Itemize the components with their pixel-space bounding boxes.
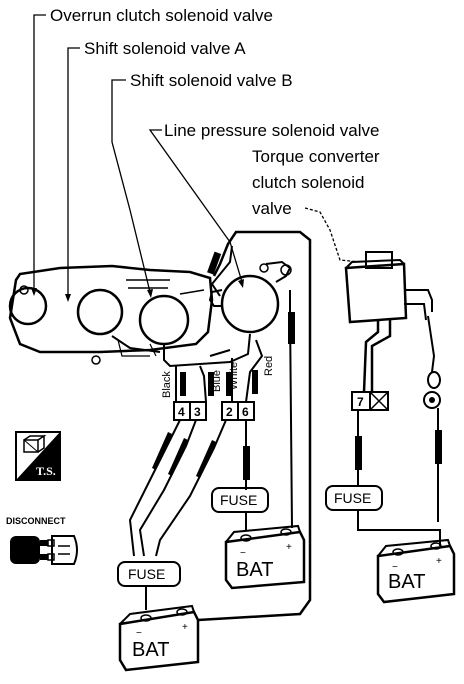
battery-lower: − + BAT xyxy=(118,604,200,672)
fuse-right-label: FUSE xyxy=(334,490,371,506)
ts-label: T.S. xyxy=(36,464,56,478)
callout-tcc-solenoid-line2: clutch solenoid xyxy=(252,173,364,192)
wire-label-red: Red xyxy=(263,356,275,376)
disconnect-label: DISCONNECT xyxy=(6,516,66,526)
pin-ground-box xyxy=(369,391,389,411)
callout-shift-solenoid-b: Shift solenoid valve B xyxy=(130,71,293,90)
fuse-lower: FUSE xyxy=(117,561,181,610)
battery-right: − + BAT xyxy=(376,538,456,604)
fuse-lower-label: FUSE xyxy=(128,566,165,582)
battery-lower-label: BAT xyxy=(132,639,169,661)
callout-tcc-solenoid-line1: Torque converter xyxy=(252,147,380,166)
fuse-middle-label: FUSE xyxy=(220,492,257,508)
svg-text:−: − xyxy=(392,562,398,573)
fuse-right: FUSE xyxy=(325,485,441,546)
callout-tcc-solenoid-line3: valve xyxy=(252,199,292,218)
solenoid-harness xyxy=(111,245,251,368)
valve-body xyxy=(8,264,214,365)
shift-solenoid-valve-a xyxy=(76,288,124,336)
connector-pins-right: 2 6 xyxy=(221,401,255,421)
jumper-leads-left xyxy=(128,419,227,557)
jumper-lead-probes xyxy=(152,432,216,478)
torque-converter-clutch-solenoid-valve xyxy=(344,251,441,409)
battery-right-label: BAT xyxy=(388,571,425,593)
shift-solenoid-valve-b xyxy=(138,294,190,346)
troubleshooting-icon: T.S. xyxy=(15,431,61,481)
jumper-lead-pin6 xyxy=(243,420,250,490)
fuse-middle: FUSE xyxy=(211,487,269,530)
line-pressure-solenoid-valve xyxy=(208,260,292,334)
connector-pins-left: 4 3 xyxy=(173,401,207,421)
pin-3-box xyxy=(189,401,207,421)
connector-pin-7: 7 xyxy=(351,391,389,411)
wire-color-blocks xyxy=(180,370,258,396)
overrun-clutch-solenoid-valve xyxy=(8,286,48,326)
pin-7-label: 7 xyxy=(357,395,364,409)
wire-label-black: Black xyxy=(161,371,173,398)
right-fuse-lead xyxy=(355,410,362,486)
leader-lines xyxy=(33,14,361,298)
pin-4-label: 4 xyxy=(178,405,185,419)
mount-hole xyxy=(91,355,101,365)
pin-3-label: 3 xyxy=(194,405,201,419)
svg-text:+: + xyxy=(436,556,442,567)
callout-shift-solenoid-a: Shift solenoid valve A xyxy=(84,39,246,58)
battery-middle-label: BAT xyxy=(236,559,273,581)
callout-overrun-clutch-solenoid: Overrun clutch solenoid valve xyxy=(50,6,273,25)
pin-2-label: 2 xyxy=(226,405,233,419)
disconnect-icon: DISCONNECT xyxy=(6,516,78,565)
loop-lead xyxy=(197,230,312,622)
pin-6-label: 6 xyxy=(242,405,249,419)
svg-text:+: + xyxy=(182,622,188,633)
svg-text:−: − xyxy=(136,628,142,639)
right-ground-lead xyxy=(435,408,442,522)
callout-line-pressure-solenoid: Line pressure solenoid valve xyxy=(164,121,379,140)
svg-text:−: − xyxy=(240,548,246,559)
battery-middle: − + BAT xyxy=(224,524,306,590)
svg-text:+: + xyxy=(286,542,292,553)
